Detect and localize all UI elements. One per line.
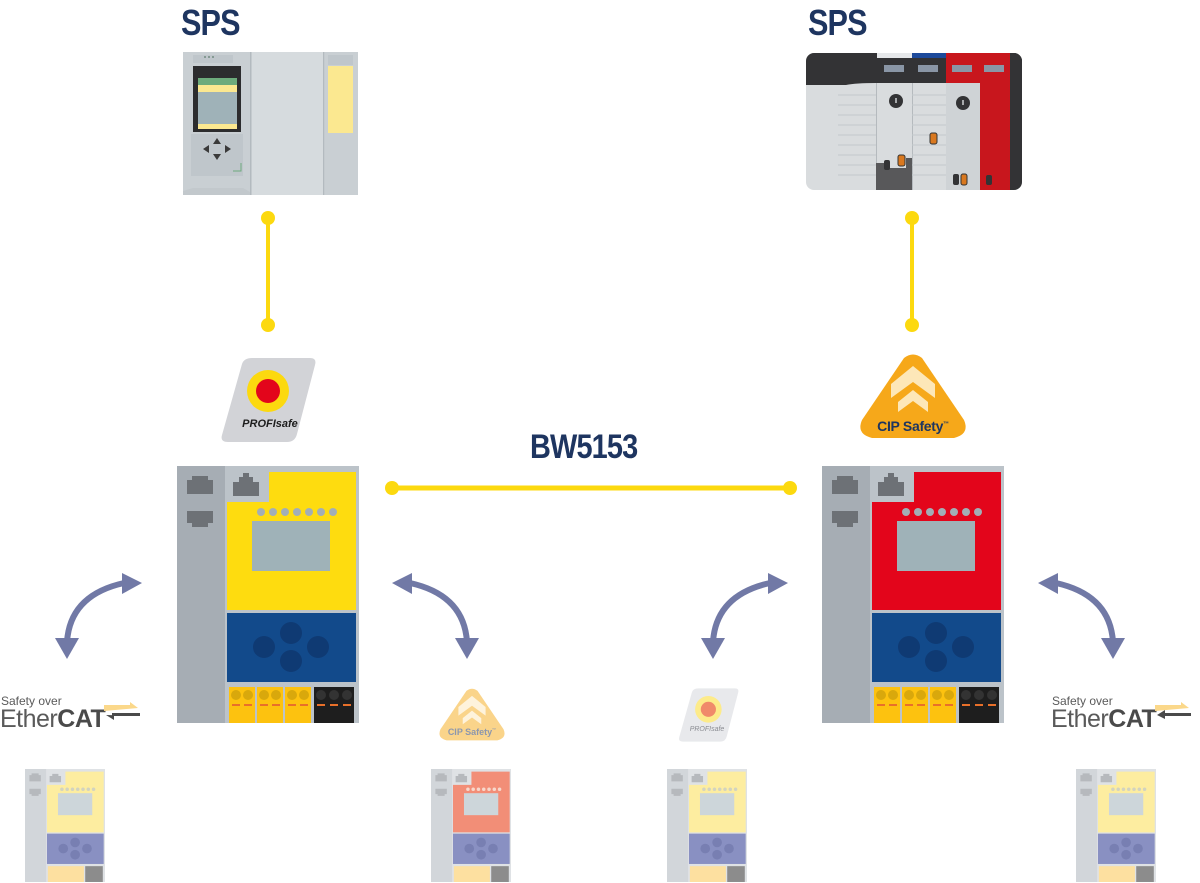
link-right-plc-to-gateway	[905, 211, 919, 332]
cip-trademark: ™	[943, 421, 949, 428]
link-left-plc-to-gateway	[261, 211, 275, 332]
cip-safety-logo-small: CIP Safety™	[438, 688, 506, 742]
bidirectional-arrow-icon	[1038, 573, 1125, 659]
ethercat-arrows-icon	[104, 702, 140, 720]
profisafe-logo-small: PROFIsafe	[678, 688, 740, 742]
gateway-label: BW5153	[530, 428, 638, 466]
plc-right-device	[806, 53, 1022, 190]
ethercat-ether: Ether	[0, 705, 58, 733]
safety-over-ethercat-logo: Safety over EtherCAT	[1051, 694, 1196, 734]
remote-device	[1076, 768, 1156, 883]
profisafe-logo: PROFIsafe	[220, 358, 318, 442]
link-endpoint	[783, 481, 797, 495]
plc-right-title: SPS	[808, 2, 868, 43]
cip-trademark: ™	[492, 727, 497, 732]
ethercat-arrows-icon	[1155, 702, 1191, 719]
remote-device	[431, 768, 511, 883]
link-gateway-to-gateway	[385, 481, 797, 495]
profisafe-small-text: PROFIsafe	[689, 726, 725, 733]
ethercat-wordmark: EtherCAT	[0, 705, 106, 734]
cip-safety-small-text: CIP Safety™	[438, 727, 506, 737]
ethercat-cat: CAT	[57, 705, 106, 733]
link-endpoint	[905, 318, 919, 332]
ethercat-wordmark: EtherCAT	[1051, 705, 1157, 734]
link-endpoint	[905, 211, 919, 225]
link-endpoint	[261, 211, 275, 225]
ethercat-ether: Ether	[1051, 705, 1109, 733]
safety-over-ethercat-logo: Safety over EtherCAT	[0, 694, 140, 734]
ethercat-cat: CAT	[1108, 705, 1157, 733]
cip-safety-logo: CIP Safety™	[858, 354, 968, 440]
gateway-right	[822, 466, 1004, 723]
gateway-left	[177, 466, 359, 723]
cip-safety-label: CIP Safety	[447, 727, 493, 737]
bidirectional-arrow-icon	[55, 573, 142, 659]
cip-safety-label: CIP Safety	[877, 418, 944, 434]
bidirectional-arrow-icon	[392, 573, 479, 659]
profisafe-logo-text: PROFIsafe	[242, 418, 298, 430]
ethercat-prefix: Safety over	[1052, 694, 1113, 708]
cip-safety-logo-text: CIP Safety™	[858, 418, 968, 434]
remote-device	[25, 768, 105, 883]
ethercat-prefix: Safety over	[1, 694, 62, 708]
link-endpoint	[385, 481, 399, 495]
link-endpoint	[261, 318, 275, 332]
plc-left-device	[183, 52, 358, 195]
bidirectional-arrow-icon	[701, 573, 788, 659]
plc-left-title: SPS	[181, 2, 241, 43]
remote-device	[667, 768, 747, 883]
